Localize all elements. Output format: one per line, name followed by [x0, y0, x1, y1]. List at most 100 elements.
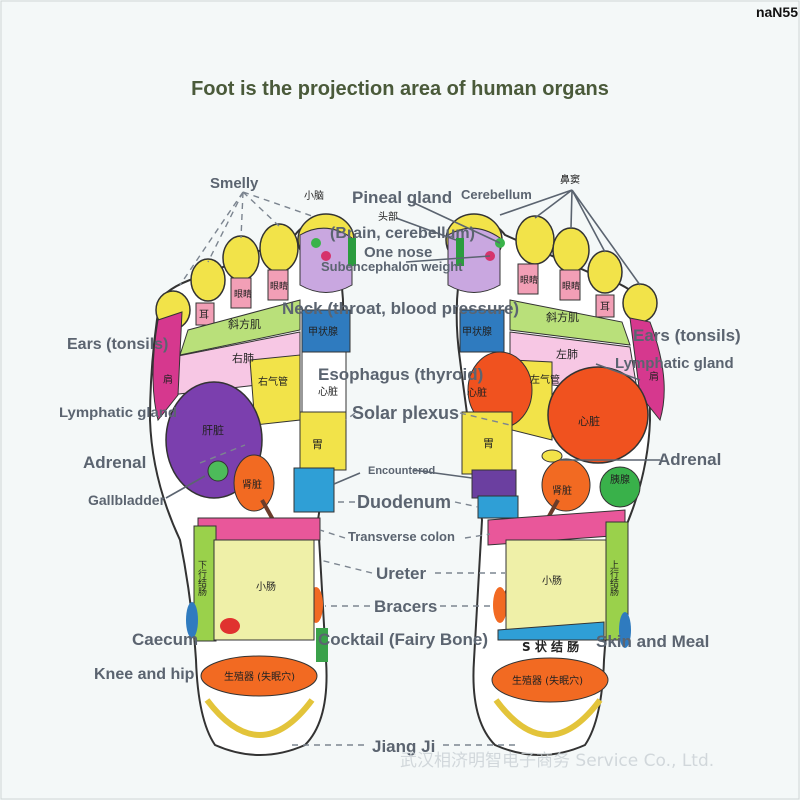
leader-lines [165, 189, 660, 746]
organ-labels: 小脑 头部 鼻窦 耳 耳 眼睛 眼睛 眼睛 眼睛 斜方肌 斜方肌 甲状腺 甲状腺… [163, 173, 659, 687]
left-nose-dot [321, 251, 331, 261]
organ-label-heart-right-small: 心脏 [467, 386, 487, 399]
label-ureter: Ureter [376, 564, 426, 583]
right-shoulder [629, 317, 665, 422]
right-bladder [493, 587, 507, 623]
right-toe-3 [552, 227, 590, 273]
label-gallbladder: Gallbladder [88, 492, 166, 508]
label-one-nose: One nose [364, 244, 432, 261]
left-pineal-dot [311, 238, 321, 248]
left-gallbladder-dot [207, 460, 229, 482]
organ-label-er-left: 耳 [199, 309, 209, 321]
organ-label-heart-left-small: 心脏 [318, 385, 338, 398]
corner-tag: naN55 [756, 4, 798, 20]
label-bracers: Bracers [374, 597, 437, 616]
left-stomach [299, 411, 347, 471]
organ-label-shoulder-left: 肩 [163, 373, 173, 386]
left-coccyx-bar [316, 628, 328, 662]
colon-leaders [319, 529, 491, 539]
label-lymphatic-right: Lymphatic gland [615, 355, 734, 372]
label-cocktail: Cocktail (Fairy Bone) [318, 630, 488, 649]
organ-label-trapezius-right: 斜方肌 [546, 310, 579, 324]
right-sigmoid-colon [497, 621, 605, 641]
label-pineal-gland: Pineal gland [352, 188, 452, 207]
label-caecum: Caecum [132, 630, 198, 649]
organ-label-stomach-right: 胃 [483, 437, 494, 450]
left-cerebellum-bar [348, 238, 356, 266]
label-ears-left: Ears (tonsils) [67, 336, 168, 353]
label-brain-cerebellum: (Brain, cerebellum) [330, 225, 475, 242]
organ-label-kidney-left: 肾脏 [242, 478, 262, 491]
label-skin-meal: Skin and Meal [596, 632, 709, 651]
label-smelly: Smelly [210, 175, 259, 192]
right-skin-bar [619, 612, 631, 648]
left-kidney [233, 454, 275, 512]
label-adrenal-right: Adrenal [658, 450, 721, 469]
english-labels: Smelly Pineal gland Cerebellum (Brain, c… [59, 175, 741, 756]
left-foot [148, 213, 356, 756]
organ-label-small-intestine-left: 小肠 [256, 581, 276, 593]
right-duodenum-block [477, 495, 519, 519]
nose-leader [405, 255, 491, 263]
label-encountered: Encountered [368, 465, 435, 477]
adrenal-left-leader [199, 444, 246, 464]
organ-label-heart-right: 心脏 [578, 415, 600, 428]
organ-label-stomach-left: 胃 [312, 438, 323, 451]
head-leader [395, 217, 457, 241]
right-toe-5 [622, 283, 658, 323]
organ-label-kidney-right: 肾脏 [552, 484, 572, 497]
organ-label-xiaonao: 小脑 [304, 189, 324, 202]
right-cerebellum-bar [456, 238, 464, 266]
label-neck: Neck (throat, blood pressure) [282, 299, 519, 318]
left-eye-box-1 [267, 269, 289, 301]
right-adrenal-dot [541, 449, 563, 463]
pineal-leader [411, 201, 501, 244]
encountered-left-leader [333, 472, 361, 485]
left-thyroid [301, 309, 351, 353]
left-caecum-dot [220, 618, 240, 634]
organ-label-eye-l2: 眼睛 [270, 281, 288, 292]
right-trapezius [509, 299, 631, 346]
organ-label-left-lung: 左肺 [556, 348, 578, 361]
right-kidney [541, 458, 591, 512]
label-ears-right: Ears (tonsils) [633, 326, 741, 345]
organ-label-bidou: 鼻窦 [560, 173, 580, 186]
left-toe-3 [222, 235, 260, 281]
label-duodenum: Duodenum [357, 492, 451, 512]
left-toe-4 [190, 258, 226, 302]
watermark: 武汉相济明智电子商务 Service Co., Ltd. [400, 751, 714, 771]
solar-leaders [345, 412, 511, 426]
label-subencephalon-weight: Subencephalon weight [321, 259, 463, 274]
label-jiang-ji: Jiang Ji [372, 737, 435, 756]
organ-label-ascending-colon: 上行结肠 [608, 560, 619, 597]
organ-label-thyroid-right: 甲状腺 [462, 325, 492, 338]
right-toe-2 [515, 215, 555, 265]
left-knee-bar [186, 602, 198, 638]
organ-label-liver: 肝脏 [202, 424, 224, 437]
organ-label-pancreas: 胰腺 [610, 473, 630, 486]
organ-label-left-trachea: 左气管 [530, 373, 560, 386]
right-eye-box-2 [559, 269, 581, 301]
right-toe-4 [587, 250, 623, 294]
organ-label-eye-r1: 眼睛 [520, 275, 538, 286]
right-encountered-block [471, 469, 517, 499]
ureter-leaders [319, 559, 505, 574]
duodenum-leaders [334, 501, 479, 508]
label-adrenal-left: Adrenal [83, 453, 146, 472]
left-eye-box-2 [230, 277, 252, 309]
right-stomach [461, 411, 513, 475]
smelly-leaders [179, 191, 313, 286]
left-shoulder [152, 311, 183, 422]
label-transverse-colon: Transverse colon [348, 529, 455, 544]
organ-label-trapezius-left: 斜方肌 [228, 317, 261, 331]
organ-label-toubu: 头部 [378, 210, 398, 223]
left-heel-arc [204, 698, 315, 738]
right-ear-box [595, 294, 615, 318]
organ-label-eye-l1: 眼睛 [234, 289, 252, 300]
right-heart [547, 366, 649, 464]
right-heel-arc [493, 698, 603, 738]
label-esophagus: Esophagus (thyroid) [318, 365, 483, 384]
lymphatic-right-leader [595, 363, 641, 381]
